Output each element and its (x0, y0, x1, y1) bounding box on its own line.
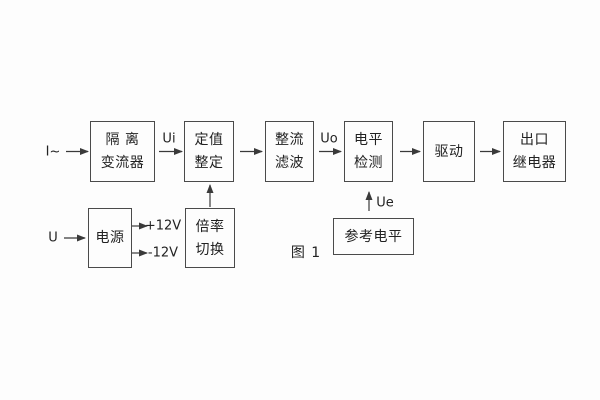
block-label: 出口 (520, 132, 549, 148)
label-ui-signal: Ui (162, 131, 176, 147)
block-isolation-transformer: 隔 离 变流器 (90, 121, 155, 182)
label-plus-12v: +12V (144, 218, 182, 234)
block-label: 驱动 (434, 143, 464, 160)
block-label: 检测 (354, 155, 383, 171)
block-label: 滤波 (275, 155, 304, 171)
block-label: 切换 (195, 241, 225, 258)
label-uo-signal: Uo (320, 131, 338, 147)
block-label: 继电器 (512, 155, 557, 171)
block-label: 电源 (95, 230, 125, 246)
block-power-supply: 电源 (88, 208, 132, 268)
block-ratio-switch: 倍率 切换 (185, 208, 235, 268)
block-setpoint-adjust: 定值 整定 (184, 121, 234, 182)
label-input-voltage: U (48, 230, 58, 246)
block-driver: 驱动 (423, 121, 475, 182)
block-level-detector: 电平 检测 (344, 121, 393, 182)
block-label: 整流 (275, 132, 304, 148)
label-ue-signal: Ue (376, 195, 394, 211)
block-label: 隔 离 (105, 132, 140, 148)
block-label: 倍率 (195, 218, 225, 235)
figure-caption: 图 1 (290, 245, 322, 261)
block-label: 电平 (354, 132, 383, 148)
block-label: 参考电平 (344, 228, 403, 245)
block-label: 定值 (194, 132, 224, 148)
block-rectifier-filter: 整流 滤波 (265, 121, 314, 182)
label-minus-12v: -12V (147, 245, 179, 261)
block-reference-level: 参考电平 (333, 218, 414, 255)
block-label: 变流器 (100, 155, 145, 171)
block-output-relay: 出口 继电器 (503, 121, 566, 182)
block-label: 整定 (194, 155, 224, 171)
label-input-current: I~ (45, 144, 61, 160)
